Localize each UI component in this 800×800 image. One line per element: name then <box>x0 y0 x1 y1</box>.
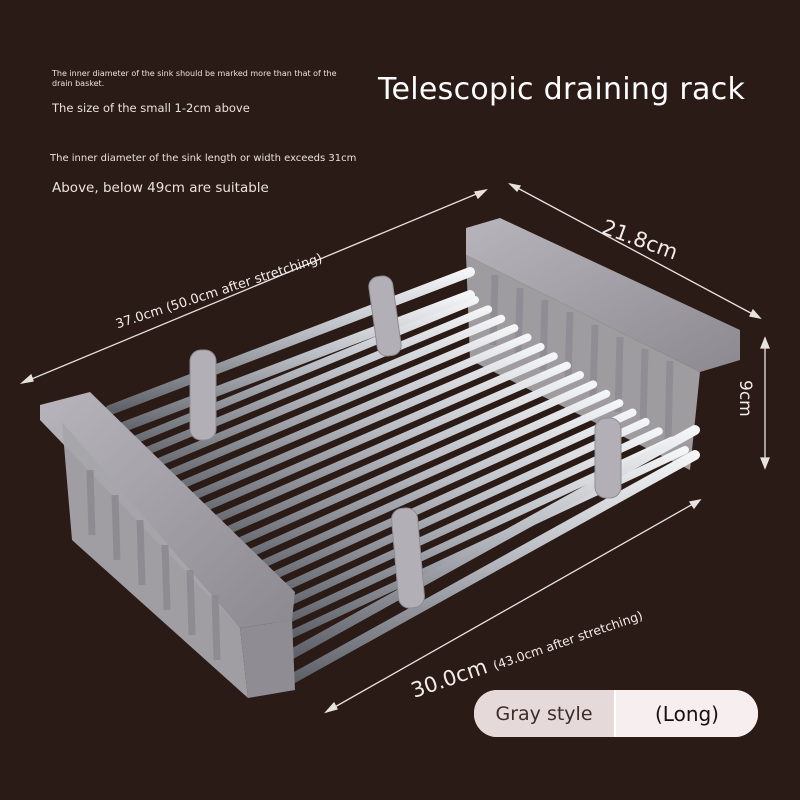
steel-rod <box>241 408 637 593</box>
product-title: Telescopic draining rack <box>378 72 746 107</box>
sink-size-note-1: The inner diameter of the sink should be… <box>52 69 337 88</box>
steel-rod <box>184 361 571 535</box>
steel-rod <box>229 399 624 582</box>
rack-left-frame <box>40 392 295 698</box>
arrow-top-length <box>21 189 487 384</box>
steel-rod <box>106 296 479 454</box>
arrowhead <box>474 188 488 200</box>
telescopic-rods <box>105 267 700 685</box>
steel-rod <box>196 371 584 547</box>
steel-rod <box>117 305 493 466</box>
arrowhead <box>760 336 770 349</box>
arrowhead <box>508 182 522 193</box>
variant-badge: Gray style (Long) <box>474 690 758 737</box>
arrow-bottom-length <box>325 499 701 713</box>
steel-rod <box>173 352 558 524</box>
sink-size-note-2: The size of the small 1-2cm above <box>52 101 250 115</box>
steel-rod <box>151 333 532 501</box>
steel-rod <box>252 417 650 605</box>
steel-rod <box>207 380 598 559</box>
sink-size-note-4: Above, below 49cm are suitable <box>52 180 269 196</box>
steel-rod <box>218 389 611 570</box>
arrowhead <box>749 308 762 320</box>
steel-rod <box>139 324 519 489</box>
badge-variant-label: (Long) <box>614 690 758 737</box>
arrowhead <box>324 701 338 714</box>
steel-rod <box>263 427 663 616</box>
steel-rod <box>162 342 545 512</box>
sliding-clips <box>189 275 622 609</box>
arrowhead <box>19 373 34 385</box>
steel-rod <box>128 314 506 478</box>
arrowhead <box>760 457 770 470</box>
badge-style-label: Gray style <box>474 690 614 737</box>
sink-size-note-3: The inner diameter of the sink length or… <box>50 153 357 164</box>
arrowhead <box>688 499 702 510</box>
dimension-arrows <box>19 182 770 714</box>
arrow-width <box>509 183 761 319</box>
dimension-height: 9cm <box>735 380 755 417</box>
